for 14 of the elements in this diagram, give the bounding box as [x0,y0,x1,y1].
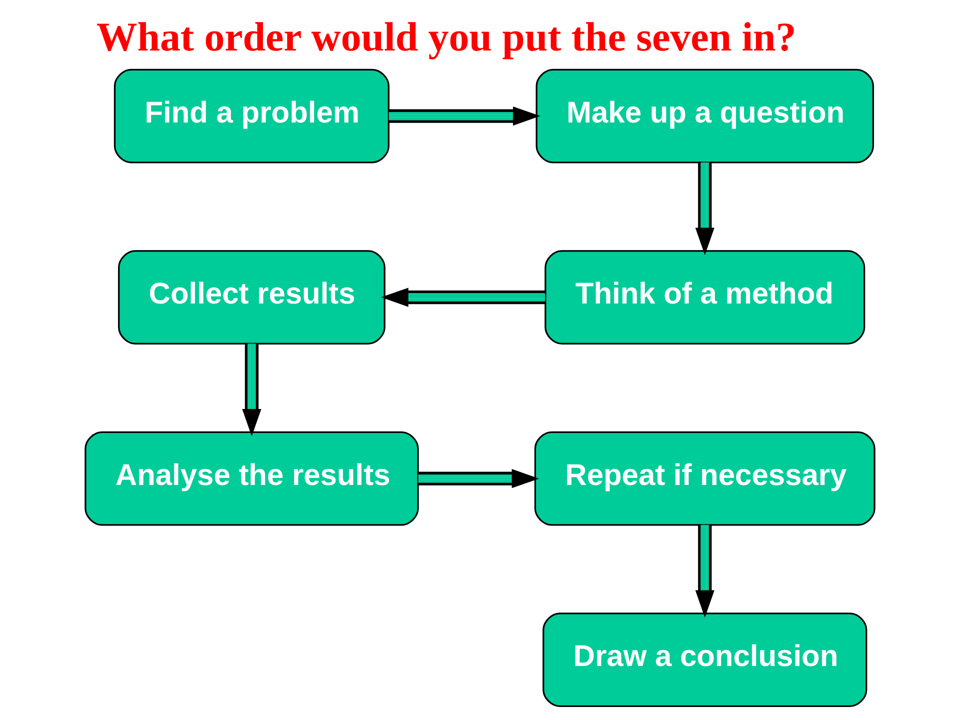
node-box: Draw a conclusion [542,612,868,707]
node-box: Analyse the results [84,431,419,526]
arrow [418,469,540,488]
node-box: Make up a question [536,68,874,164]
node-box: Collect results [118,250,386,344]
node-box: Find a problem [114,68,390,164]
arrow [388,106,540,126]
diagram-title: What order would you put the seven in? [96,14,796,60]
arrow [695,162,714,256]
arrow [381,288,546,307]
node-box: Repeat if necessary [534,431,876,526]
arrow [695,524,714,618]
node-box: Think of a method [544,250,866,344]
arrow [242,344,262,436]
